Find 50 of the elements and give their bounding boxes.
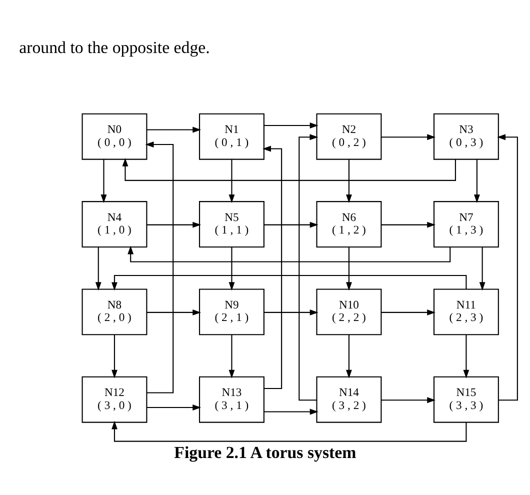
arrow <box>95 247 102 291</box>
arrow <box>264 222 318 228</box>
node-box: N9 ( 2 , 1 ) <box>198 288 264 336</box>
node-box: N1 ( 0 , 1 ) <box>198 113 264 160</box>
node-box: N11 ( 2 , 3 ) <box>433 288 499 336</box>
arrow <box>264 122 318 128</box>
arrow <box>228 247 235 291</box>
arrow <box>381 134 436 140</box>
node-box: N8 ( 2 , 0 ) <box>82 288 148 336</box>
arrow <box>298 134 318 401</box>
arrow <box>346 160 352 203</box>
arrow <box>463 334 470 378</box>
arrow <box>122 158 456 181</box>
arrow <box>112 334 118 378</box>
node-box: N2 ( 0 , 2 ) <box>316 113 382 160</box>
arrow <box>100 160 107 203</box>
arrow <box>474 160 480 203</box>
arrow <box>346 334 352 378</box>
arrow <box>146 126 202 133</box>
arrow <box>228 334 235 378</box>
node-box: N7 ( 1 , 3 ) <box>433 201 499 248</box>
arrow <box>264 408 318 415</box>
arrow <box>112 274 467 291</box>
node-box: N10 ( 2 , 2 ) <box>316 288 382 336</box>
node-box: N6 ( 1 , 2 ) <box>316 201 382 248</box>
arrow <box>381 397 436 404</box>
arrow <box>264 310 318 316</box>
arrow <box>146 310 202 316</box>
caption: Figure 2.1 A torus system <box>174 443 356 462</box>
arrow <box>479 247 486 291</box>
node-box: N3 ( 0 , 3 ) <box>433 113 499 160</box>
node-box: N12 ( 3 , 0 ) <box>82 376 148 423</box>
node-box: N13 ( 3 , 1 ) <box>198 376 264 423</box>
arrow <box>381 310 436 316</box>
arrow <box>128 246 451 262</box>
arrow <box>112 420 467 442</box>
arrow <box>262 146 282 390</box>
node-box: N4 ( 1 , 0 ) <box>82 201 148 248</box>
arrow <box>346 247 352 291</box>
node-box: N15 ( 3 , 3 ) <box>433 376 499 423</box>
label: around to the opposite edge. <box>19 38 210 57</box>
node-box: N5 ( 1 , 1 ) <box>198 201 264 248</box>
arrow <box>381 222 436 228</box>
arrow <box>145 142 174 394</box>
arrow <box>146 404 202 410</box>
arrow <box>228 160 235 203</box>
node-box: N14 ( 3 , 2 ) <box>316 376 382 423</box>
arrow <box>146 222 202 228</box>
arrow <box>497 134 518 401</box>
node-box: N0 ( 0 , 0 ) <box>82 113 148 160</box>
